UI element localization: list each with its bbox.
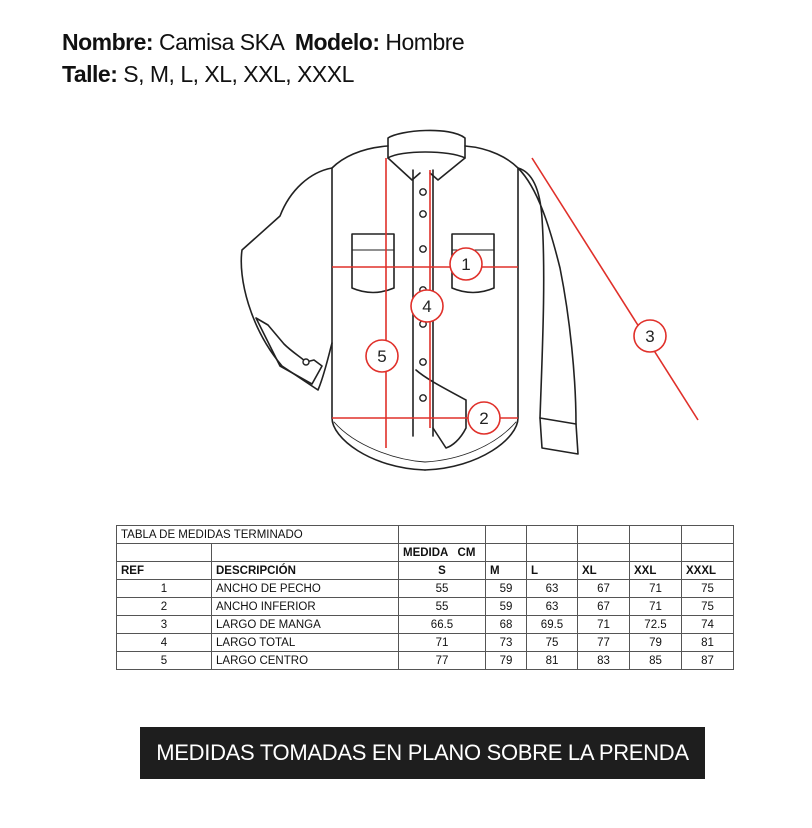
table-row: 3 LARGO DE MANGA 66.5 68 69.5 71 72.5 74 [116,615,734,634]
hem-flap [415,369,467,449]
table-cell: 63 [526,579,578,598]
table-cell: 55 [398,597,486,616]
table-cell: 59 [485,597,527,616]
col-header: XXL [629,561,682,580]
cuff-left [255,317,323,385]
col-header: M [485,561,527,580]
table-cell: 55 [398,579,486,598]
table-cell: LARGO TOTAL [211,633,399,652]
shirt-outline [240,129,579,471]
collar-stand [387,157,466,181]
table-row: 4 LARGO TOTAL 71 73 75 77 79 81 [116,633,734,652]
marker-3-circle [633,319,667,353]
sleeve-left [240,167,333,391]
marker-2-label: 2 [479,409,488,428]
body-left [331,145,426,471]
footer-banner: MEDIDAS TOMADAS EN PLANO SOBRE LA PRENDA [140,727,705,779]
table-row: 2 ANCHO INFERIOR 55 59 63 67 71 75 [116,597,734,616]
cuff-right [539,417,579,455]
table-cell: 75 [681,597,734,616]
table-cell: ANCHO INFERIOR [211,597,399,616]
marker-4-circle [410,289,444,323]
table-cell: 67 [577,597,630,616]
talle-label: Talle: [62,61,118,87]
table-cell: 74 [681,615,734,634]
modelo-value: Hombre [385,29,465,55]
table-cell: 67 [577,579,630,598]
measure-line-3 [531,157,699,421]
table-cell: 77 [577,633,630,652]
product-header: Nombre: Camisa SKA Modelo: Hombre Talle:… [62,26,465,90]
shirt-diagram: 1 2 3 4 5 [240,129,699,471]
table-cell: 72.5 [629,615,682,634]
talle-value: S, M, L, XL, XXL, XXXL [123,61,354,87]
col-header: DESCRIPCIÓN [211,561,399,580]
table-row: 5 LARGO CENTRO 77 79 81 83 85 87 [116,651,734,670]
table-cell: 83 [577,651,630,670]
table-cell: 85 [629,651,682,670]
marker-4-label: 4 [422,297,431,316]
size-line: Talle: S, M, L, XL, XXL, XXXL [62,58,464,90]
table-unit-row: MEDIDA CM [116,543,734,562]
table-cell: 69.5 [526,615,578,634]
marker-1-circle [449,247,483,281]
marker-1-label: 1 [461,255,470,274]
collar-outline [387,129,466,159]
col-header: XL [577,561,630,580]
nombre-label: Nombre: [62,29,154,55]
table-cell: ANCHO DE PECHO [211,579,399,598]
table-cell: 71 [577,615,630,634]
table-cell: 66.5 [398,615,486,634]
table-cell: 73 [485,633,527,652]
table-cell: 5 [116,651,212,670]
pocket-right [451,233,495,294]
table-cell: 79 [629,633,682,652]
col-header: S [398,561,486,580]
table-cell: 71 [398,633,486,652]
table-cell: 68 [485,615,527,634]
pocket-left [351,233,395,294]
table-title: TABLA DE MEDIDAS TERMINADO [116,525,399,544]
body-right [424,145,519,471]
col-header: L [526,561,578,580]
measure-labels: 1 2 3 4 5 [377,255,654,428]
table-cell: 2 [116,597,212,616]
table-cell: 71 [629,579,682,598]
table-header-row: REF DESCRIPCIÓN S M L XL XXL XXXL [116,561,734,580]
table-cell: 71 [629,597,682,616]
marker-2-circle [467,401,501,435]
table-cell: 4 [116,633,212,652]
hem-stitch [333,421,517,463]
marker-5-label: 5 [377,347,386,366]
modelo-label: Modelo: [294,29,380,55]
table-cell: 81 [681,633,734,652]
marker-5-circle [365,339,399,373]
unit-header: MEDIDA CM [398,543,486,562]
name-line: Nombre: Camisa SKA Modelo: Hombre [62,26,465,58]
table-cell: 1 [116,579,212,598]
table-cell: 87 [681,651,734,670]
col-header: XXXL [681,561,734,580]
buttons [302,188,427,402]
table-cell: 77 [398,651,486,670]
marker-3-label: 3 [645,327,654,346]
table-cell: 75 [526,633,578,652]
table-cell: 81 [526,651,578,670]
sleeve-right [517,167,577,425]
table-cell: 75 [681,579,734,598]
nombre-value: Camisa SKA [158,29,284,55]
table-cell: 59 [485,579,527,598]
measure-markers [365,247,667,435]
table-cell: 63 [526,597,578,616]
table-cell: LARGO DE MANGA [211,615,399,634]
col-header: REF [116,561,212,580]
table-row: 1 ANCHO DE PECHO 55 59 63 67 71 75 [116,579,734,598]
measure-lines [332,157,699,448]
size-table: TABLA DE MEDIDAS TERMINADO MEDIDA CM REF… [116,525,734,670]
table-cell: 3 [116,615,212,634]
table-cell: LARGO CENTRO [211,651,399,670]
table-cell: 79 [485,651,527,670]
table-title-row: TABLA DE MEDIDAS TERMINADO [116,525,734,544]
